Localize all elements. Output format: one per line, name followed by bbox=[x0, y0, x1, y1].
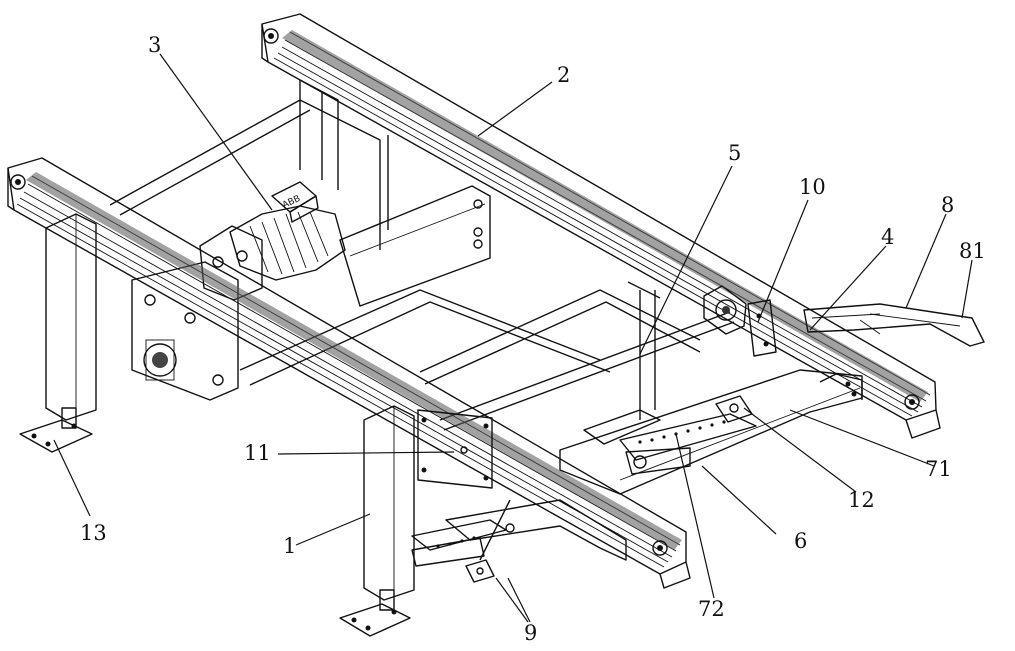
label-6: 6 bbox=[794, 529, 807, 553]
label-2: 2 bbox=[557, 63, 570, 87]
label-72: 72 bbox=[698, 597, 725, 621]
label-5: 5 bbox=[728, 141, 741, 165]
gearbox-housing bbox=[131, 261, 239, 401]
rear-frame bbox=[109, 79, 661, 420]
label-11: 11 bbox=[244, 441, 271, 465]
upper-transfer-beam bbox=[339, 185, 491, 307]
bearing-bracket-plate bbox=[747, 299, 777, 357]
label-10: 10 bbox=[799, 175, 826, 199]
label-9: 9 bbox=[524, 621, 537, 645]
label-4: 4 bbox=[881, 225, 894, 249]
lever-arm bbox=[583, 395, 757, 475]
rear-rail bbox=[261, 13, 941, 439]
extension-arm bbox=[803, 303, 985, 347]
lower-linkage bbox=[411, 499, 627, 583]
leader-lines bbox=[53, 53, 973, 623]
motor-assembly: ABB bbox=[199, 181, 346, 301]
lower-carriage-frame bbox=[559, 369, 863, 495]
label-1: 1 bbox=[283, 534, 296, 558]
reference-labels: 3 2 5 10 8 4 81 11 71 12 13 1 6 72 9 bbox=[80, 33, 986, 645]
label-71: 71 bbox=[925, 457, 952, 481]
label-12: 12 bbox=[848, 488, 875, 512]
label-13: 13 bbox=[80, 521, 107, 545]
front-leg-right bbox=[339, 405, 415, 637]
label-8: 8 bbox=[941, 193, 954, 217]
front-rail bbox=[7, 157, 691, 589]
label-81: 81 bbox=[959, 239, 986, 263]
label-3: 3 bbox=[148, 33, 161, 57]
front-leg-left bbox=[19, 213, 97, 453]
drive-shaft bbox=[439, 285, 747, 431]
mounting-plate bbox=[417, 409, 493, 489]
